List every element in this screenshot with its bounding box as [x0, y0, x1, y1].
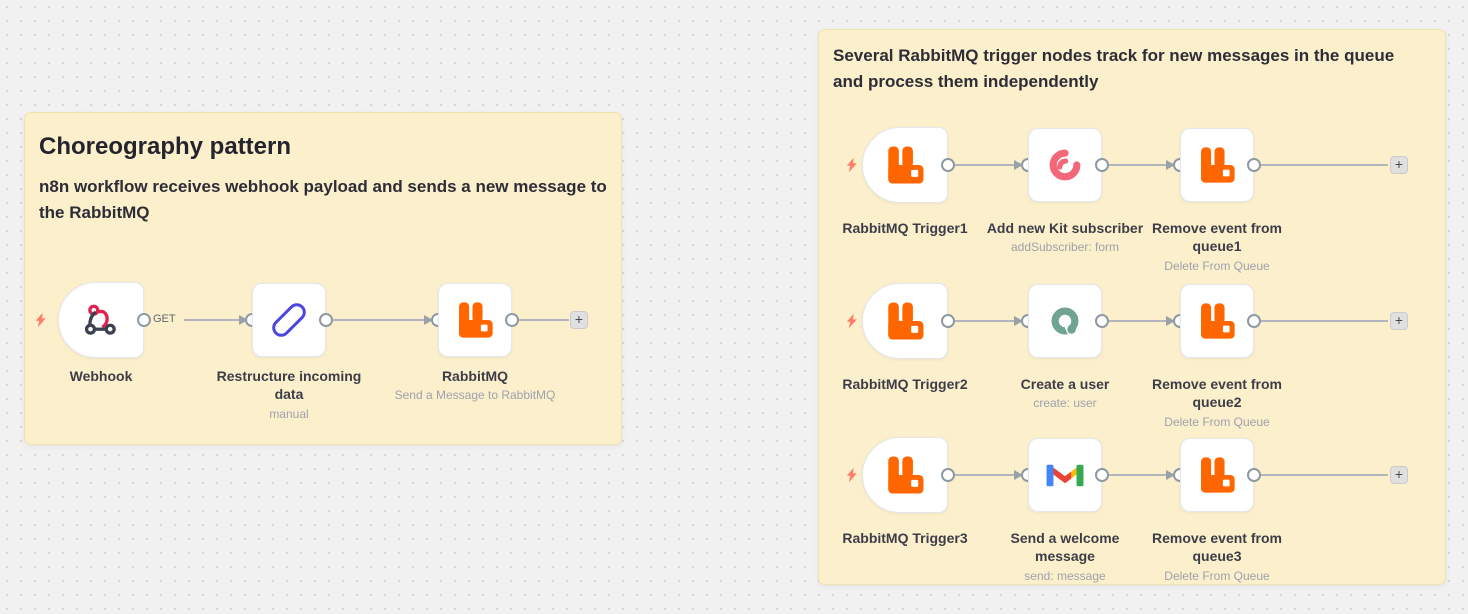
connection-arrow-icon — [1014, 316, 1023, 326]
output-port[interactable] — [1247, 158, 1261, 172]
output-port[interactable] — [1095, 468, 1109, 482]
add-node-button[interactable]: + — [570, 311, 588, 329]
output-port[interactable] — [941, 158, 955, 172]
node-webhook[interactable] — [58, 282, 144, 358]
connection-arrow-icon — [1014, 160, 1023, 170]
rabbitmq-icon — [888, 456, 924, 494]
rabbitmq-icon — [1201, 457, 1235, 493]
lightning-icon — [35, 312, 46, 328]
add-node-button[interactable]: + — [1390, 156, 1408, 174]
lightning-icon — [846, 467, 857, 483]
node-rabbitmq-trigger3[interactable] — [862, 437, 948, 513]
node-remove-queue3[interactable] — [1180, 438, 1254, 512]
add-node-button[interactable]: + — [1390, 466, 1408, 484]
connection-wire — [1109, 320, 1166, 322]
connection-wire — [955, 474, 1014, 476]
node-label: RabbitMQ Trigger1 — [842, 220, 968, 236]
rabbitmq-icon — [459, 302, 493, 338]
output-port[interactable] — [1247, 314, 1261, 328]
sticky-description: n8n workflow receives webhook payload an… — [39, 177, 607, 222]
sticky-note-choreography[interactable]: Choreography pattern n8n workflow receiv… — [24, 112, 622, 445]
gmail-icon — [1046, 464, 1084, 486]
user-service-icon — [1051, 307, 1079, 335]
connection-wire — [955, 164, 1014, 166]
lightning-icon — [846, 313, 857, 329]
connection-wire — [184, 319, 240, 321]
node-label: Send a welcome message send: message — [1010, 530, 1120, 583]
connection-arrow-icon — [1166, 316, 1175, 326]
output-port[interactable] — [1095, 314, 1109, 328]
webhook-icon — [84, 304, 116, 335]
node-label: Restructure incoming data manual — [216, 368, 362, 421]
node-add-kit-subscriber[interactable] — [1028, 128, 1102, 202]
sticky-description: Several RabbitMQ trigger nodes track for… — [833, 46, 1395, 91]
output-port[interactable] — [319, 313, 333, 327]
connection-arrow-icon — [1166, 470, 1175, 480]
add-node-button[interactable]: + — [1390, 312, 1408, 330]
node-label: Create a user create: user — [1020, 376, 1110, 411]
sticky-title: Choreography pattern — [39, 133, 292, 160]
lightning-icon — [846, 157, 857, 173]
connection-wire — [955, 320, 1014, 322]
node-label: Webhook — [69, 368, 133, 384]
rabbitmq-icon — [888, 302, 924, 340]
node-restructure-data[interactable] — [252, 283, 326, 357]
connection-wire — [1261, 164, 1388, 166]
node-remove-queue2[interactable] — [1180, 284, 1254, 358]
node-label: Remove event from queue2 Delete From Que… — [1152, 376, 1282, 429]
node-label: RabbitMQ Trigger2 — [842, 376, 968, 392]
rabbitmq-icon — [1201, 147, 1235, 183]
kit-icon — [1049, 149, 1081, 181]
output-port[interactable] — [941, 314, 955, 328]
connection-wire — [1261, 320, 1388, 322]
node-create-user[interactable] — [1028, 284, 1102, 358]
connection-wire — [1109, 164, 1166, 166]
output-port[interactable] — [941, 468, 955, 482]
node-label: Remove event from queue1 Delete From Que… — [1152, 220, 1282, 273]
output-port[interactable] — [137, 313, 151, 327]
connection-arrow-icon — [1166, 160, 1175, 170]
connection-arrow-icon — [239, 315, 248, 325]
node-label: Remove event from queue3 Delete From Que… — [1152, 530, 1282, 583]
connection-wire — [333, 319, 424, 321]
connection-wire — [1109, 474, 1166, 476]
output-port[interactable] — [1095, 158, 1109, 172]
node-rabbitmq-trigger1[interactable] — [862, 127, 948, 203]
node-rabbitmq-send[interactable] — [438, 283, 512, 357]
edit-pen-icon — [268, 299, 310, 341]
connection-method-label: GET — [153, 313, 176, 325]
node-rabbitmq-trigger2[interactable] — [862, 283, 948, 359]
node-label: Add new Kit subscriber addSubscriber: fo… — [986, 220, 1144, 255]
output-port[interactable] — [505, 313, 519, 327]
node-send-welcome-message[interactable] — [1028, 438, 1102, 512]
node-label: RabbitMQ Send a Message to RabbitMQ — [394, 368, 556, 403]
node-label: RabbitMQ Trigger3 — [842, 530, 968, 546]
rabbitmq-icon — [1201, 303, 1235, 339]
connection-arrow-icon — [1014, 470, 1023, 480]
connection-arrow-icon — [424, 315, 433, 325]
node-remove-queue1[interactable] — [1180, 128, 1254, 202]
connection-wire — [1261, 474, 1388, 476]
output-port[interactable] — [1247, 468, 1261, 482]
rabbitmq-icon — [888, 146, 924, 184]
connection-wire — [519, 319, 569, 321]
